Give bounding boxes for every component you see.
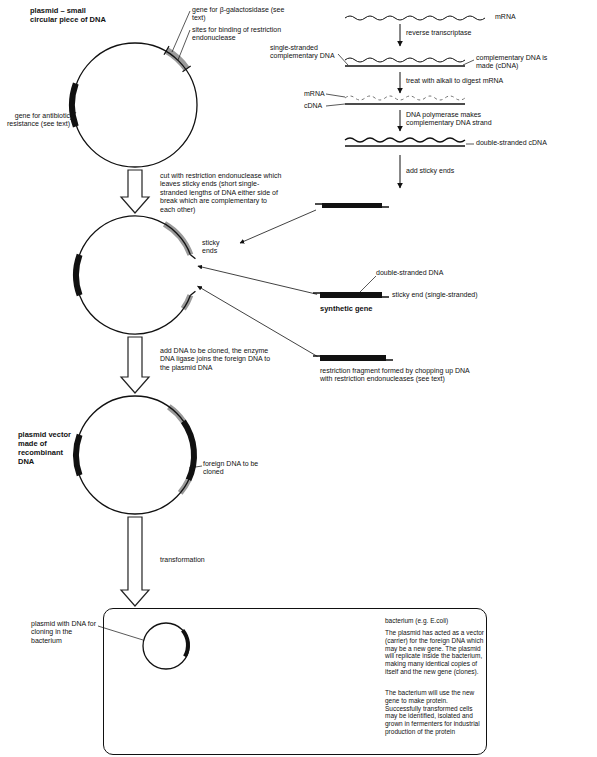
step-label: cut with restriction endonuclease which …	[160, 172, 282, 214]
process-arrow	[400, 24, 401, 46]
node-label: sticky end (single-stranded)	[392, 291, 504, 299]
cdna-strand	[345, 103, 465, 104]
annotation-label: reverse transcriptase	[406, 29, 496, 37]
node-label: foreign DNA to be cloned	[203, 460, 265, 477]
synthetic-gene-bar: double-stranded DNAsticky end (single-st…	[320, 292, 382, 298]
bacterial-plasmid-circle-outline	[142, 622, 190, 670]
cdna-strand	[345, 65, 465, 66]
process-arrow	[400, 155, 401, 188]
leader-line	[360, 276, 376, 292]
plasmid-ring	[73, 43, 197, 167]
leader-line	[178, 30, 190, 60]
digested-mrna	[345, 96, 465, 100]
plasmid-ring	[143, 623, 189, 669]
annotation-label: gene for β-galactosidase (see text)	[192, 6, 287, 23]
bacterial-plasmid-circle: plasmid with DNA for cloning in the bact…	[142, 622, 190, 670]
cut-plasmid-circle: sticky ends	[75, 215, 195, 335]
process-arrow	[400, 72, 401, 93]
cdna-strand	[345, 138, 465, 142]
dna-bar	[320, 292, 382, 298]
process-arrow	[121, 337, 149, 393]
beta-galactosidase-gene	[165, 224, 191, 255]
node-label: The bacterium will use the new gene to m…	[385, 689, 485, 736]
node-label: bacterium (e.g. E.coli)	[385, 617, 485, 625]
node-label: plasmid – small circular piece of DNA	[30, 6, 112, 24]
annotation-label: cDNA	[304, 102, 334, 110]
mrna-strand	[345, 58, 465, 62]
annotation-label: complementary DNA is made (cDNA)	[476, 54, 558, 71]
annotation-label: double-stranded cDNA	[476, 139, 558, 147]
sticky-end	[313, 293, 389, 297]
leader-line	[189, 466, 202, 468]
bacterium-cell: bacterium (e.g. E.coli) The plasmid has a…	[103, 608, 487, 755]
annotation-label: gene for antibiotic resistance (see text…	[4, 112, 70, 129]
process-arrow	[121, 517, 149, 606]
cdna-sticky-fragment	[322, 203, 382, 208]
process-arrow	[400, 110, 401, 131]
pointer-arrow	[240, 210, 316, 243]
pointer-arrow	[198, 266, 317, 294]
restriction-fragment-bar: restriction fragment formed by chopping …	[320, 355, 386, 361]
leader-line	[326, 94, 345, 97]
plasmid-circle-outline	[72, 42, 198, 168]
leader-line	[172, 11, 190, 52]
step-label: add DNA to be cloned, the enzyme DNA lig…	[160, 347, 278, 372]
mrna-strand	[345, 16, 485, 20]
restriction-fragment-bar-outline	[320, 355, 386, 361]
pointer-arrow	[198, 286, 318, 356]
annotation-label: mRNA	[304, 90, 334, 98]
recombinant-plasmid-circle-outline	[75, 395, 195, 515]
annotation-label: single-stranded complementary DNA	[270, 44, 338, 61]
annotation-label: mRNA	[495, 13, 535, 21]
annotation-label: treat with alkali to digest mRNA	[406, 77, 526, 85]
node-label: plasmid vector made of recombinant DNA	[18, 430, 74, 466]
recombinant-plasmid-circle: plasmid vector made of recombinant DNAfo…	[75, 395, 195, 515]
sticky-end	[315, 203, 322, 205]
leader-line	[338, 54, 348, 65]
cut-plasmid-circle-outline	[75, 215, 195, 335]
annotation-label: add sticky ends	[406, 167, 486, 175]
node-label: The plasmid has acted as a vector (carri…	[385, 629, 485, 676]
leader-line	[466, 144, 474, 145]
node-label: synthetic gene	[320, 304, 410, 313]
plasmid-ring	[76, 396, 194, 514]
synthetic-gene-bar-outline	[320, 292, 382, 298]
leader-line	[326, 104, 345, 106]
node-label: double-stranded DNA	[376, 269, 466, 277]
leader-line	[98, 626, 143, 640]
annotation-label: sites for binding of restriction endonuc…	[192, 26, 287, 43]
node-label: plasmid with DNA for cloning in the bact…	[31, 620, 99, 645]
step-label: transformation	[160, 556, 240, 564]
node-label: sticky ends	[202, 239, 236, 256]
sticky-end	[382, 206, 389, 208]
sticky-end	[190, 255, 195, 295]
leader-line	[463, 60, 474, 65]
plasmid-ring	[76, 216, 190, 334]
process-arrow	[121, 170, 149, 213]
cdna-strand	[345, 145, 465, 146]
annotation-label: DNA polymerase makes complementary DNA s…	[406, 111, 516, 128]
dna-bar	[320, 355, 386, 361]
node-label: restriction fragment formed by chopping …	[320, 367, 470, 384]
plasmid-circle: plasmid – small circular piece of DNA	[72, 42, 198, 168]
sticky-end	[313, 356, 393, 360]
